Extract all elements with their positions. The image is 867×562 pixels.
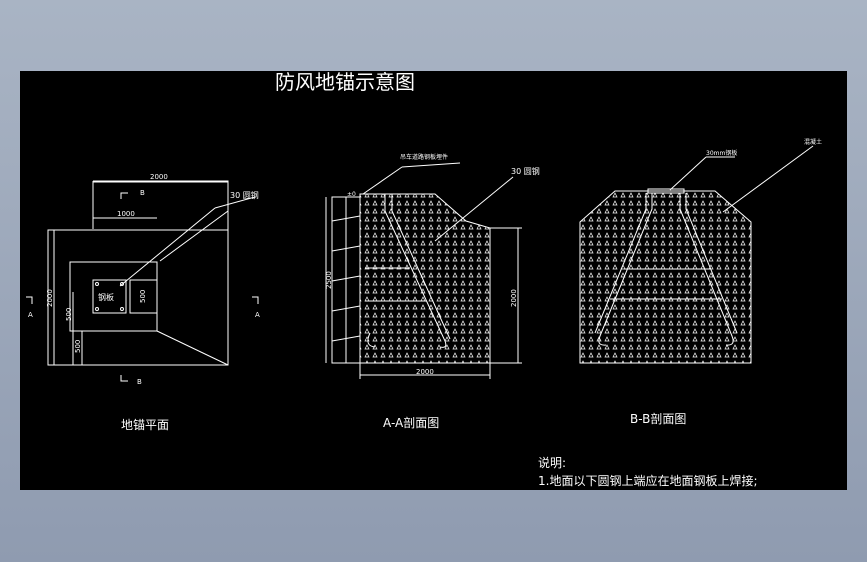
plan-dim-top: 2000 (150, 173, 168, 181)
plan-dim-inner: 1000 (117, 210, 135, 218)
plan-section-b-top: B (140, 189, 145, 197)
bb-callout-left: 30mm钢板 (706, 149, 737, 157)
aa-callout-top: 吊车道路钢板埋件 (400, 153, 448, 161)
notes: 说明: 1.地面以下圆钢上端应在地面钢板上焊接; (538, 455, 758, 488)
bb-caption: B-B剖面图 (630, 412, 686, 426)
plan-steel-plate (92, 279, 127, 314)
drawing-title: 防风地锚示意图 (275, 71, 415, 94)
aa-rebar-label: 30 圆钢 (511, 166, 540, 176)
plan-dim-500-b: 500 (139, 290, 147, 303)
aa-dim-left: 2500 (325, 271, 333, 289)
plan-section-a-left: A (28, 311, 33, 319)
section-aa: 吊车道路钢板埋件 30 圆钢 2000 2500 2000 ±0 A-A剖面图 (325, 153, 540, 430)
plan-dim-500-a: 500 (65, 308, 73, 321)
aa-dim-right: 2000 (510, 289, 518, 307)
plan-section-a-right: A (255, 311, 260, 319)
plate-label: 钢板 (98, 292, 114, 302)
drawing-canvas: 防风地锚示意图 钢板 30 圆钢 2000 1000 B B (20, 71, 847, 490)
notes-line-1: 1.地面以下圆钢上端应在地面钢板上焊接; (538, 473, 758, 488)
bb-concrete-body (579, 190, 752, 364)
plan-dim-500-c: 500 (74, 340, 82, 353)
plan-top-outline (93, 180, 229, 230)
plan-dim-left: 2000 (46, 289, 54, 307)
plan-view: 钢板 30 圆钢 2000 1000 B B A A 2000 500 500 … (26, 173, 260, 432)
bb-callout-right: 混凝土 (804, 138, 822, 146)
cad-drawing: 防风地锚示意图 钢板 30 圆钢 2000 1000 B B (26, 71, 822, 488)
aa-concrete-body (359, 193, 491, 364)
aa-dim-bottom: 2000 (416, 368, 434, 376)
section-bb: 30mm钢板 混凝土 B-B剖面图 (579, 138, 822, 426)
aa-level-mark: ±0 (347, 191, 356, 198)
notes-heading: 说明: (538, 455, 566, 470)
plan-section-b-bottom: B (137, 378, 142, 386)
plan-rebar-label: 30 圆钢 (230, 190, 259, 200)
aa-caption: A-A剖面图 (383, 416, 439, 430)
plan-outer-square (47, 229, 229, 366)
plan-caption: 地锚平面 (121, 417, 169, 432)
